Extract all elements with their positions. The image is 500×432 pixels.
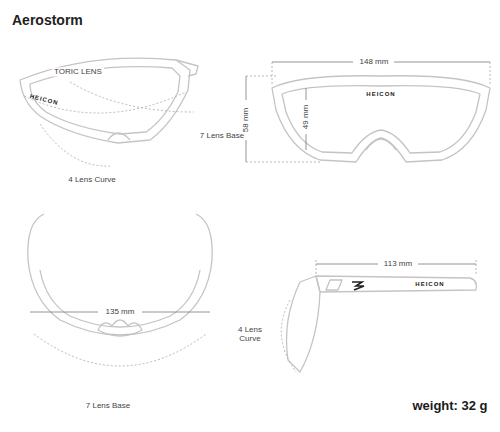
frame-inner — [40, 270, 200, 327]
weight-label: weight: 32 g — [410, 399, 489, 414]
dimension-guide — [316, 260, 317, 274]
lens-curve-arc — [281, 300, 296, 372]
brand-mark: HEICON — [29, 93, 59, 107]
frame-outline — [20, 58, 190, 143]
temple-arm — [316, 276, 476, 292]
lens-curve-label: 4 Lens Curve — [231, 325, 269, 343]
temple-arm — [176, 60, 198, 76]
lens-side — [287, 276, 321, 372]
dimension-line — [418, 264, 476, 265]
lens-curve-label: 4 Lens Curve — [66, 175, 118, 184]
lens-outline — [282, 86, 480, 153]
view-label: TORIC LENS — [52, 67, 104, 76]
lens-base-curve — [70, 82, 194, 112]
lens-base-label: 7 Lens Base — [198, 131, 246, 140]
frame-outline — [28, 214, 212, 335]
dimension-line — [30, 312, 98, 313]
dimension-label: 49 mm — [301, 103, 310, 131]
nose-pad — [108, 133, 130, 140]
brand-mark: HEICON — [366, 91, 395, 98]
frame-outline — [272, 76, 490, 162]
dimension-line — [272, 62, 353, 63]
brand-logo — [352, 282, 364, 290]
dimension-line — [246, 76, 247, 100]
dimension-line — [306, 88, 307, 100]
lens-base-label: 7 Lens Base — [84, 401, 132, 410]
nose-pad — [366, 139, 396, 150]
nose-pad — [98, 320, 142, 336]
hinge — [326, 280, 342, 290]
dimension-line — [394, 62, 490, 63]
dimension-line — [246, 140, 247, 162]
dimension-label: 113 mm — [382, 259, 414, 268]
dimension-line — [142, 312, 210, 313]
dimension-label: 135 mm — [104, 307, 137, 316]
dimension-guide — [246, 162, 320, 163]
dimension-guide — [246, 76, 276, 77]
brand-mark: HEICON — [415, 281, 444, 288]
dimension-guide — [476, 260, 477, 276]
dimension-guide — [272, 62, 273, 86]
dimension-guide — [490, 62, 491, 86]
dimension-label: 148 mm — [358, 57, 391, 66]
dimension-line — [316, 264, 378, 265]
title: Aerostorm — [12, 12, 83, 28]
toric-curve — [24, 92, 186, 113]
lens-base-arc — [34, 334, 206, 366]
dimension-label: 58 mm — [241, 106, 250, 134]
lens-curve-arc — [40, 124, 110, 166]
dimension-line — [306, 134, 307, 150]
